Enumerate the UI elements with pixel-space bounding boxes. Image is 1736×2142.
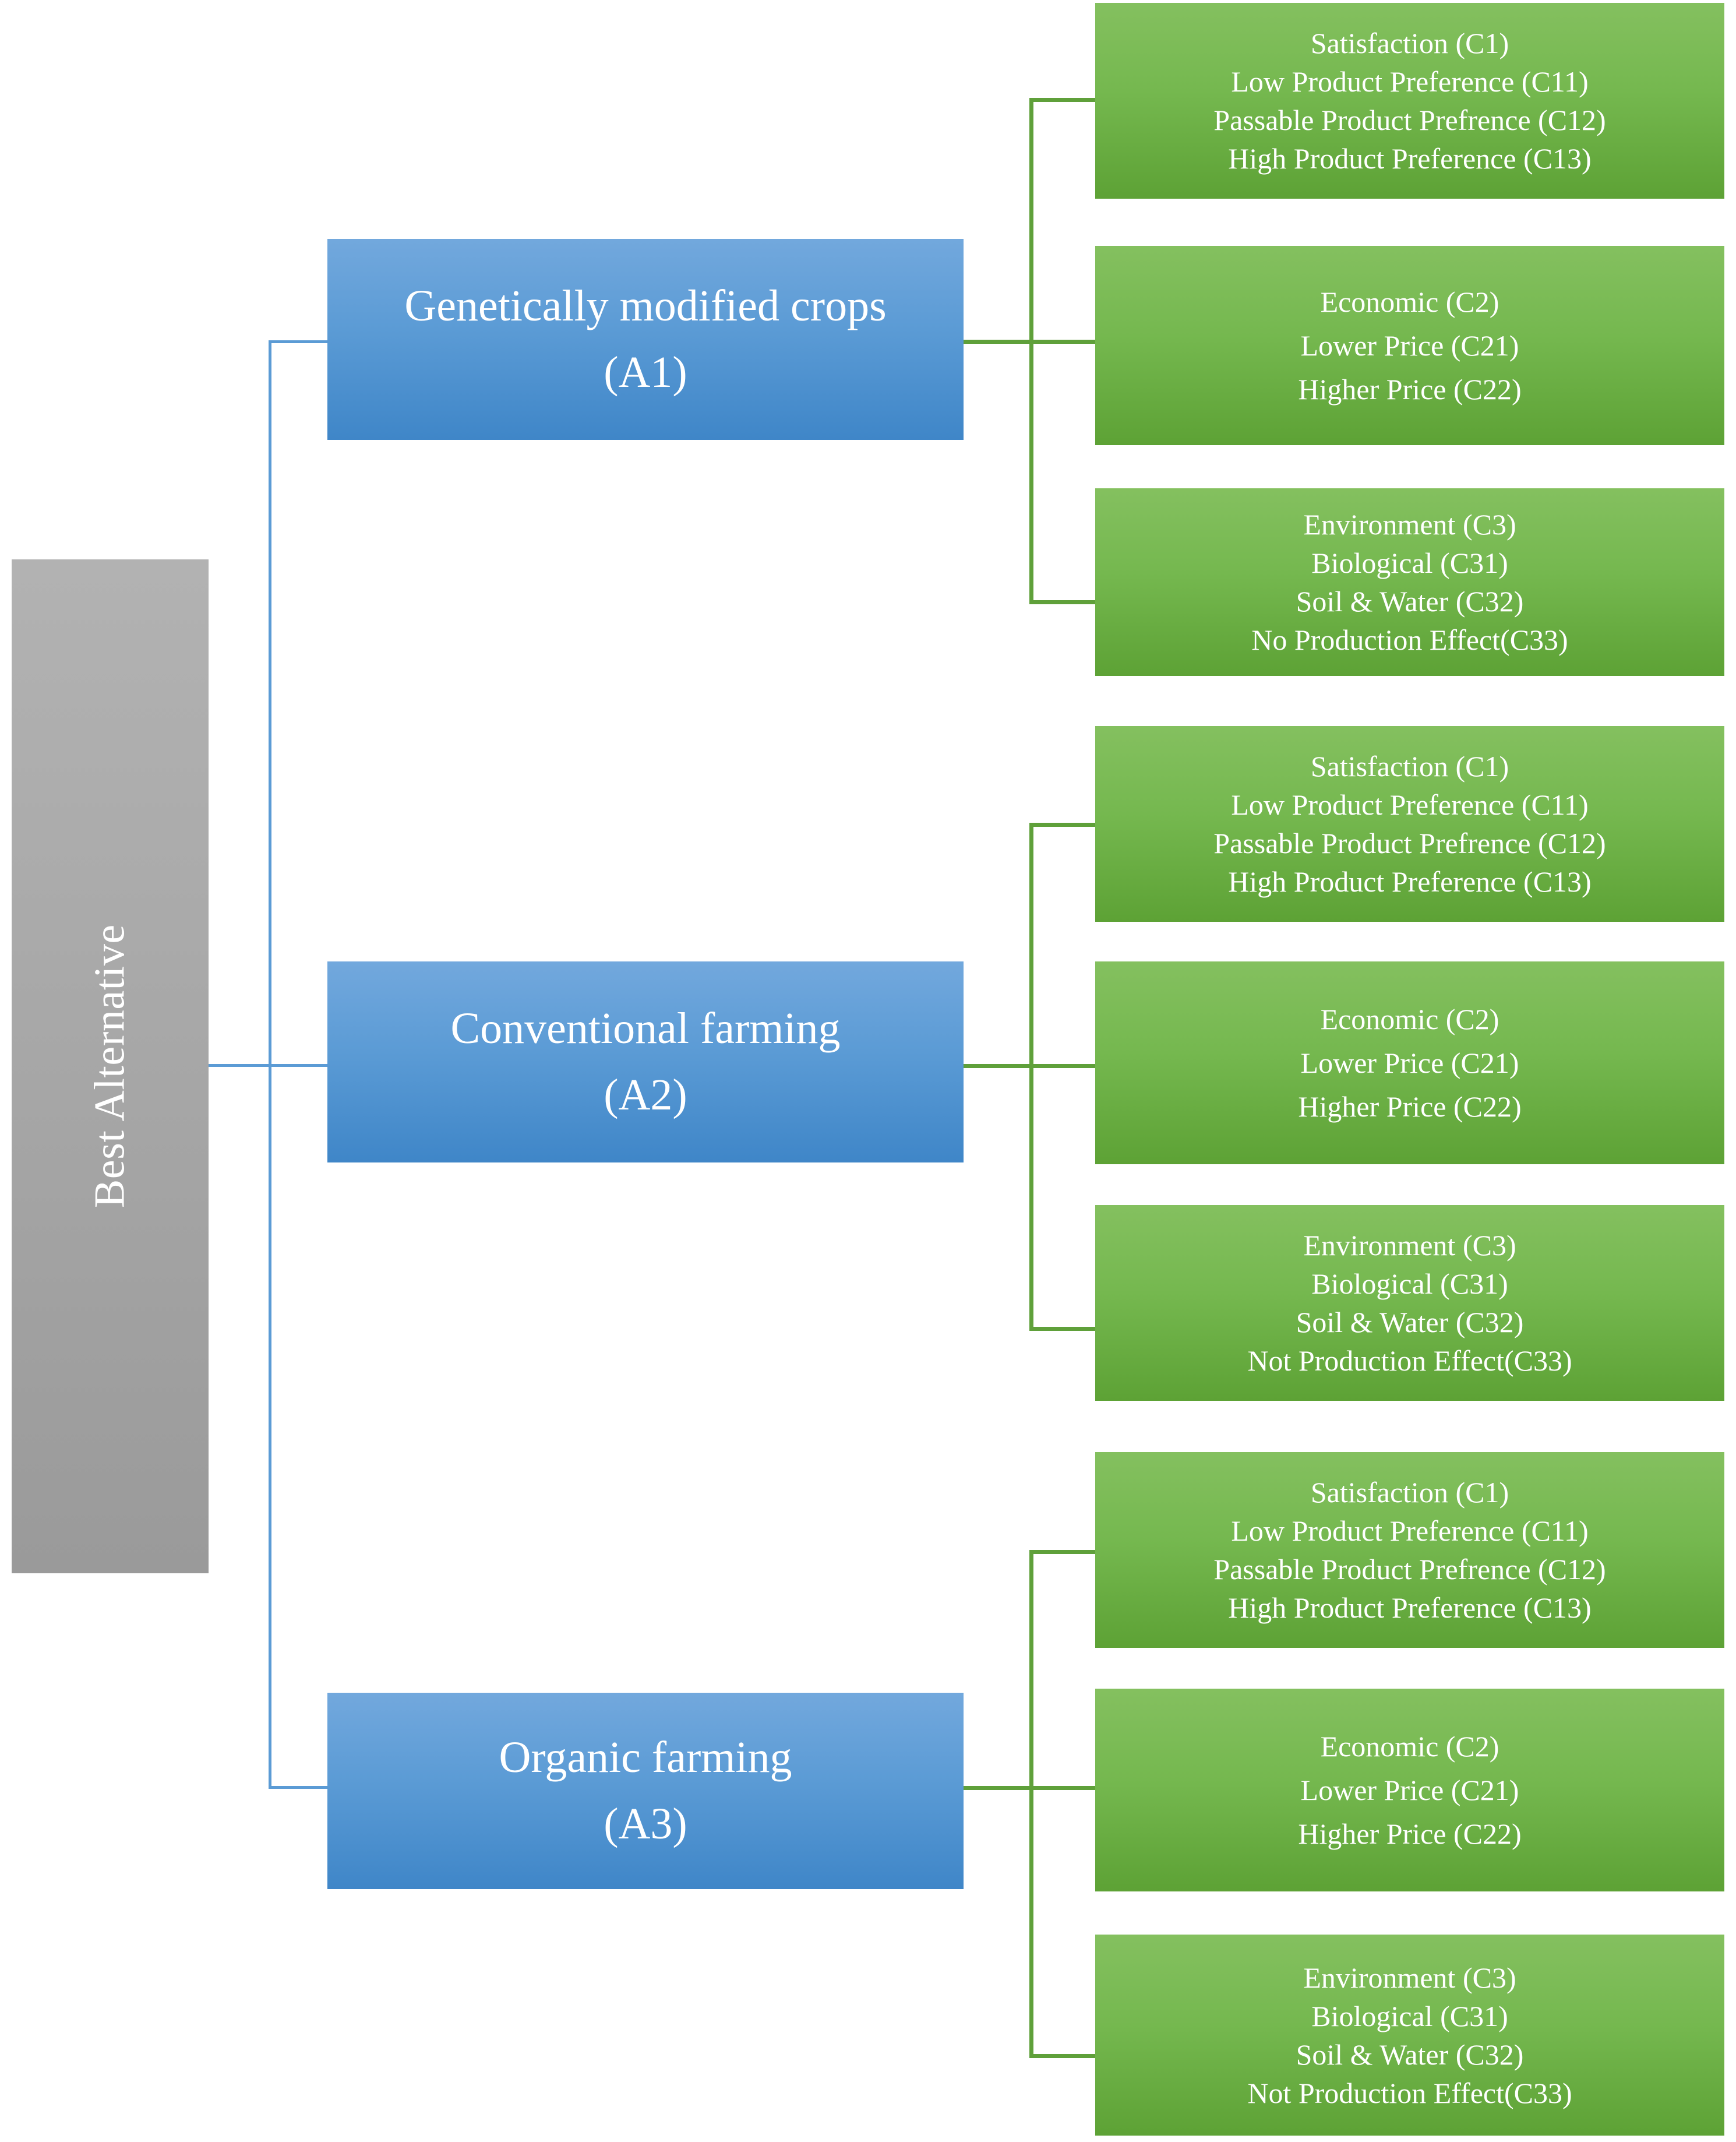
alternative-node-a3[interactable]: Organic farming (A3) bbox=[327, 1693, 964, 1889]
criteria-line: Higher Price (C22) bbox=[1298, 1817, 1522, 1850]
goal-node-best-alternative[interactable]: Best Alternative bbox=[12, 559, 209, 1573]
connector-a1-branch-c3 bbox=[1029, 600, 1095, 604]
alternative-node-a2[interactable]: Conventional farming (A2) bbox=[327, 961, 964, 1162]
criteria-node-a2-environment[interactable]: Environment (C3) Biological (C31) Soil &… bbox=[1095, 1205, 1724, 1401]
criteria-line: Environment (C3) bbox=[1303, 1229, 1516, 1262]
criteria-node-a2-satisfaction[interactable]: Satisfaction (C1) Low Product Preference… bbox=[1095, 726, 1724, 922]
criteria-line: Environment (C3) bbox=[1303, 508, 1516, 541]
connector-goal-stub bbox=[209, 1064, 271, 1067]
criteria-line: Satisfaction (C1) bbox=[1310, 750, 1509, 783]
criteria-line: Satisfaction (C1) bbox=[1310, 1476, 1509, 1509]
criteria-line: Soil & Water (C32) bbox=[1296, 2038, 1524, 2071]
criteria-line: High Product Preference (C13) bbox=[1228, 1591, 1592, 1624]
connector-a2-branch-c3 bbox=[1029, 1327, 1095, 1331]
criteria-line: Low Product Preference (C11) bbox=[1231, 1514, 1589, 1547]
criteria-line: Not Production Effect(C33) bbox=[1247, 2076, 1572, 2109]
criteria-line: Lower Price (C21) bbox=[1300, 1773, 1519, 1806]
criteria-line: Environment (C3) bbox=[1303, 1961, 1516, 1994]
connector-a3-stub bbox=[964, 1786, 1033, 1790]
criteria-line: Soil & Water (C32) bbox=[1296, 1306, 1524, 1338]
criteria-node-a1-satisfaction[interactable]: Satisfaction (C1) Low Product Preference… bbox=[1095, 3, 1724, 199]
criteria-line: Passable Product Prefrence (C12) bbox=[1213, 104, 1606, 136]
criteria-line: High Product Preference (C13) bbox=[1228, 865, 1592, 898]
alternative-title: Genetically modified crops bbox=[404, 281, 887, 331]
connector-blue-branch-a1 bbox=[269, 340, 327, 343]
goal-node-label: Best Alternative bbox=[86, 924, 134, 1209]
criteria-line: Lower Price (C21) bbox=[1300, 329, 1519, 362]
criteria-line: Biological (C31) bbox=[1311, 547, 1508, 579]
alternative-title: Conventional farming bbox=[450, 1004, 841, 1054]
criteria-line: High Product Preference (C13) bbox=[1228, 142, 1592, 175]
connector-blue-branch-a2 bbox=[269, 1064, 327, 1067]
connector-blue-branch-a3 bbox=[269, 1786, 327, 1789]
alternative-code: (A3) bbox=[604, 1799, 687, 1848]
criteria-line: Soil & Water (C32) bbox=[1296, 585, 1524, 618]
criteria-node-a3-environment[interactable]: Environment (C3) Biological (C31) Soil &… bbox=[1095, 1935, 1724, 2136]
alternative-title: Organic farming bbox=[499, 1733, 792, 1782]
criteria-node-a3-economic[interactable]: Economic (C2) Lower Price (C21) Higher P… bbox=[1095, 1689, 1724, 1891]
connector-a1-branch-c1 bbox=[1029, 98, 1095, 102]
connector-a3-branch-c1 bbox=[1029, 1550, 1095, 1554]
criteria-line: Economic (C2) bbox=[1320, 1729, 1499, 1763]
connector-a2-branch-c2 bbox=[1029, 1064, 1095, 1068]
criteria-node-a1-environment[interactable]: Environment (C3) Biological (C31) Soil &… bbox=[1095, 488, 1724, 676]
criteria-line: Satisfaction (C1) bbox=[1310, 27, 1509, 59]
connector-a1-trunk bbox=[1029, 98, 1033, 604]
criteria-line: Lower Price (C21) bbox=[1300, 1046, 1519, 1079]
connector-a1-stub bbox=[964, 340, 1033, 344]
criteria-node-a3-satisfaction[interactable]: Satisfaction (C1) Low Product Preference… bbox=[1095, 1452, 1724, 1648]
connector-a3-trunk bbox=[1029, 1550, 1033, 2058]
criteria-node-a1-economic[interactable]: Economic (C2) Lower Price (C21) Higher P… bbox=[1095, 246, 1724, 445]
criteria-line: Higher Price (C22) bbox=[1298, 1090, 1522, 1123]
connector-a3-branch-c3 bbox=[1029, 2054, 1095, 2058]
criteria-line: Biological (C31) bbox=[1311, 1999, 1508, 2032]
connector-a2-trunk bbox=[1029, 823, 1033, 1331]
connector-a2-stub bbox=[964, 1064, 1033, 1068]
criteria-node-a2-economic[interactable]: Economic (C2) Lower Price (C21) Higher P… bbox=[1095, 961, 1724, 1164]
connector-a1-branch-c2 bbox=[1029, 340, 1095, 344]
connector-a2-branch-c1 bbox=[1029, 823, 1095, 827]
criteria-line: Economic (C2) bbox=[1320, 1002, 1499, 1035]
criteria-line: Low Product Preference (C11) bbox=[1231, 788, 1589, 821]
criteria-line: Low Product Preference (C11) bbox=[1231, 65, 1589, 98]
criteria-line: Higher Price (C22) bbox=[1298, 372, 1522, 406]
criteria-line: Not Production Effect(C33) bbox=[1247, 1344, 1572, 1377]
criteria-line: Biological (C31) bbox=[1311, 1267, 1508, 1300]
alternative-node-a1[interactable]: Genetically modified crops (A1) bbox=[327, 239, 964, 440]
alternative-code: (A1) bbox=[604, 347, 687, 397]
criteria-line: Passable Product Prefrence (C12) bbox=[1213, 827, 1606, 859]
criteria-line: No Production Effect(C33) bbox=[1251, 623, 1568, 656]
criteria-line: Economic (C2) bbox=[1320, 285, 1499, 318]
alternative-code: (A2) bbox=[604, 1070, 687, 1119]
criteria-line: Passable Product Prefrence (C12) bbox=[1213, 1553, 1606, 1586]
connector-a3-branch-c2 bbox=[1029, 1786, 1095, 1790]
